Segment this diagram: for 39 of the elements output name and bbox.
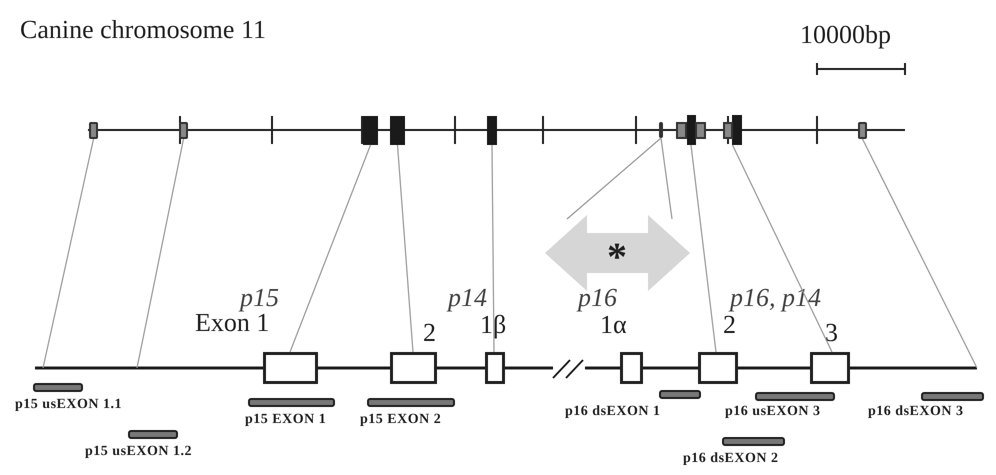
probe-label: p16 dsEXON 2 [683, 451, 778, 467]
exon-label: 1β [480, 310, 506, 340]
leader-line [491, 145, 495, 352]
probe-label: p16 usEXON 3 [725, 404, 820, 420]
probe-label: p16 dsEXON 1 [565, 404, 660, 420]
leader-line [566, 138, 662, 220]
marker-block [89, 122, 98, 139]
exon-label: 2 [723, 310, 736, 340]
exon-label: 3 [825, 318, 838, 348]
gene-label: p16 [578, 283, 617, 313]
scale-label: 10000bp [800, 20, 891, 50]
exon-block [487, 116, 497, 145]
leader-line [660, 138, 673, 220]
leader-line [42, 138, 94, 368]
leader-line [289, 144, 372, 352]
title: Canine chromosome 11 [20, 15, 266, 45]
exon-block [723, 115, 742, 145]
asterisk: * [607, 237, 627, 277]
marker-block [858, 122, 867, 139]
marker-block [179, 122, 188, 139]
exon-label: 1α [600, 310, 627, 340]
probe-label: p15 EXON 2 [360, 412, 442, 428]
probe-label: p15 usEXON 1.2 [85, 444, 192, 460]
probe-label: p15 EXON 1 [245, 412, 326, 428]
leader-line [690, 144, 717, 352]
leader-line [136, 138, 184, 368]
exon-block [363, 116, 378, 145]
leader-line [862, 138, 978, 368]
gene-label: p15 [240, 283, 279, 313]
leader-line [396, 144, 414, 352]
probe-label: p16 dsEXON 3 [868, 404, 964, 420]
gene-label: p14 [448, 283, 487, 313]
marker-block [659, 122, 663, 138]
exon-block [676, 115, 706, 145]
exon-label: 2 [423, 318, 436, 348]
exon-block [390, 116, 405, 145]
leader-line [732, 144, 833, 352]
probe-label: p15 usEXON 1.1 [15, 397, 122, 413]
gene-label: p16, p14 [730, 283, 821, 313]
